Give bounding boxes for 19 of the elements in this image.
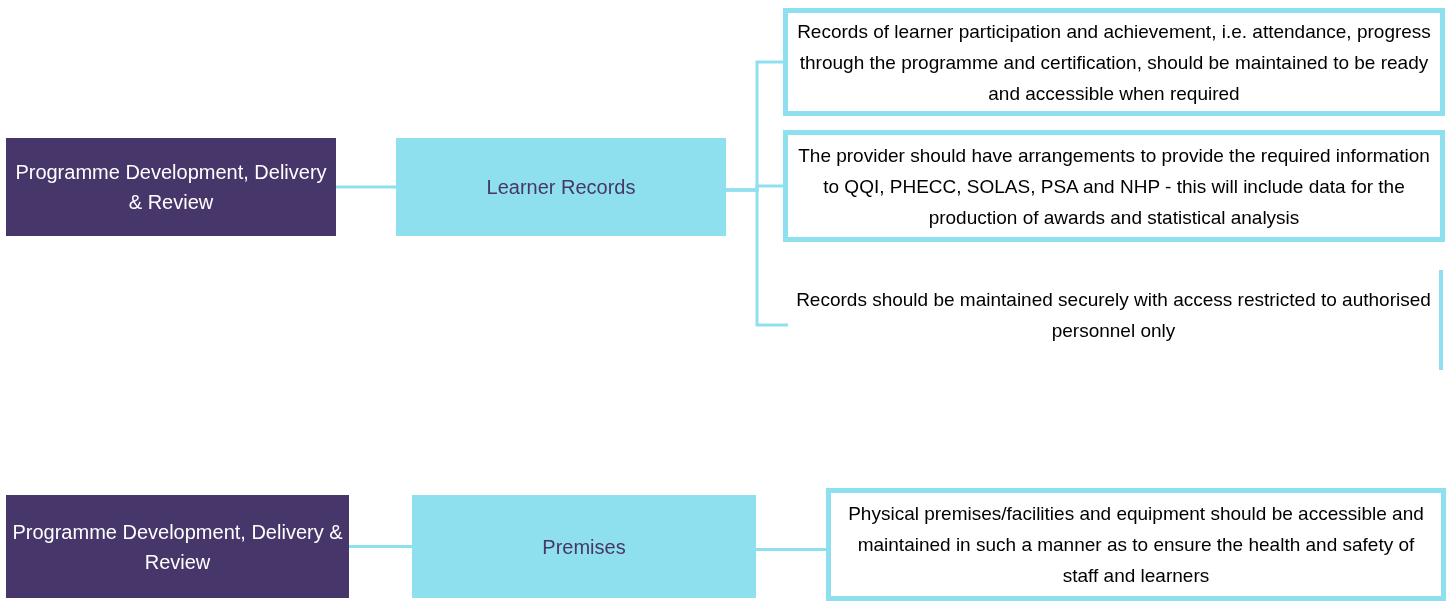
box-text: Learner Records bbox=[486, 175, 636, 200]
box-text: Premises bbox=[542, 534, 626, 560]
box-text: Records should be maintained securely with access restricted to authorised personnel only bbox=[796, 288, 1431, 343]
connector-line bbox=[349, 545, 412, 548]
topic-box bbox=[412, 495, 756, 598]
connector-line bbox=[756, 548, 826, 551]
connector-line bbox=[726, 188, 788, 327]
box-text: The provider should have arrangements to provide the required information to QQI, PHECC, SOLAS, PSA and NHP - this will include data for the production of awards and statistical analysis bbox=[797, 143, 1431, 230]
box-text: Programme Development, Delivery & Review bbox=[11, 519, 344, 575]
connector-line bbox=[336, 185, 396, 189]
category-box bbox=[6, 138, 336, 236]
requirement-box bbox=[826, 488, 1446, 601]
category-box bbox=[6, 495, 349, 598]
requirement-box bbox=[783, 8, 1445, 116]
box-text: Physical premises/facilities and equipment should be accessible and maintained in such a manner as to ensure the health and safety of staff and learners bbox=[847, 502, 1425, 588]
box-text: Programme Development, Delivery & Review bbox=[14, 160, 328, 215]
requirement-box bbox=[783, 130, 1445, 242]
box-text: Records of learner participation and achievement, i.e. attendance, progress through the programme and certification, should be maintained to be ready and accessible when required bbox=[796, 19, 1432, 106]
topic-box bbox=[396, 138, 726, 236]
